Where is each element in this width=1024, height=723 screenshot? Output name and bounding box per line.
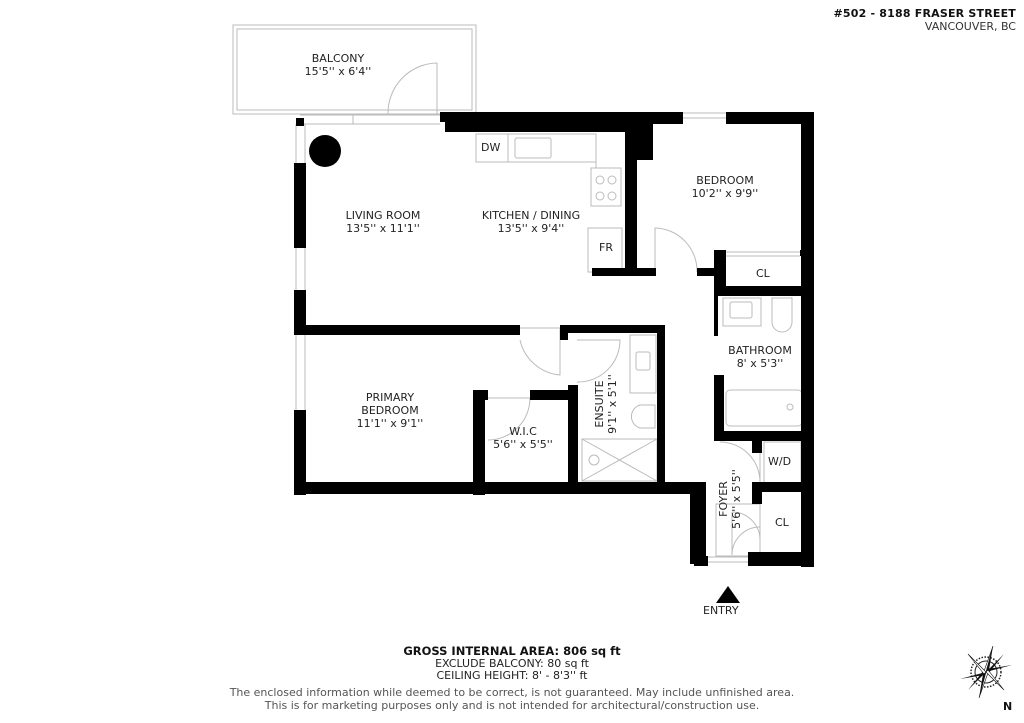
wic-door-swing [487, 397, 531, 441]
foyer-door-swing [719, 441, 761, 483]
room-size: 10'2'' x 9'9'' [691, 187, 759, 200]
disclaimer-line: This is for marketing purposes only and … [264, 699, 760, 712]
gross-internal-area: GROSS INTERNAL AREA: 806 sq ft [403, 644, 621, 658]
room-size: 13'5'' x 11'1'' [346, 222, 420, 235]
entry-arrow-icon [716, 586, 740, 603]
room-name: KITCHEN / DINING [481, 209, 581, 222]
ensuite-vanity [629, 334, 657, 394]
room-primary-bedroom: PRIMARY BEDROOM 11'1'' x 9'1'' [345, 391, 435, 430]
room-balcony: BALCONY 15'5'' x 6'4'' [288, 52, 388, 78]
wall [296, 118, 304, 126]
room-size: 5'6'' x 5'5'' [493, 438, 553, 451]
room-bathroom: BATHROOM 8' x 5'3'' [715, 344, 805, 370]
room-kitchen-dining: KITCHEN / DINING 13'5'' x 9'4'' [466, 209, 596, 235]
wall [440, 112, 630, 122]
room-name: PRIMARY [365, 391, 415, 404]
room-wic: W.I.C 5'6'' x 5'5'' [483, 425, 563, 451]
room-name: BEDROOM [696, 174, 754, 187]
disclaimer: The enclosed information while deemed to… [0, 686, 1024, 712]
room-living: LIVING ROOM 13'5'' x 11'1'' [333, 209, 433, 235]
bathroom-toilet [771, 297, 793, 333]
entry-label: ENTRY [703, 604, 739, 617]
room-name: W.I.C [509, 425, 537, 438]
room-bedroom: BEDROOM 10'2'' x 9'9'' [680, 174, 770, 200]
room-size: 15'5'' x 6'4'' [304, 65, 372, 78]
bathroom-vanity [722, 297, 762, 327]
room-size: 13'5'' x 9'4'' [497, 222, 565, 235]
north-label: N [1003, 700, 1013, 713]
exclude-balcony: EXCLUDE BALCONY: 80 sq ft [435, 657, 589, 670]
room-size: 9'1'' x 5'1'' [606, 374, 619, 434]
fridge-label: FR [599, 241, 613, 254]
balcony-door-swing [387, 62, 438, 115]
room-size: 5'6'' x 5'5'' [730, 469, 743, 529]
property-header: #502 - 8188 FRASER STREET VANCOUVER, BC [833, 7, 1016, 33]
property-city: VANCOUVER, BC [924, 20, 1016, 33]
kitchen-sink [514, 137, 552, 159]
bathtub [725, 389, 803, 427]
room-name: BATHROOM [728, 344, 792, 357]
stove [590, 167, 622, 207]
ceiling-height: CEILING HEIGHT: 8' - 8'3'' ft [436, 669, 588, 682]
property-address: #502 - 8188 FRASER STREET [833, 7, 1016, 20]
balcony-outline [232, 24, 477, 115]
bedroom-door-swing [654, 227, 698, 273]
room-name: ENSUITE [593, 380, 606, 428]
room-name: BEDROOM [361, 404, 419, 417]
room-name: FOYER [717, 481, 730, 517]
closet-label: CL [775, 516, 789, 529]
washer-dryer-label: W/D [768, 455, 792, 468]
room-ensuite: ENSUITE 9'1'' x 5'1'' [593, 364, 619, 444]
disclaimer-line: The enclosed information while deemed to… [229, 686, 795, 699]
room-foyer: FOYER 5'6'' x 5'5'' [717, 459, 743, 539]
room-size: 11'1'' x 9'1'' [356, 417, 424, 430]
compass-rose-icon [960, 645, 1012, 699]
closet-label: CL [756, 267, 770, 280]
primary-bedroom-door-swing [519, 327, 561, 376]
column [309, 135, 341, 167]
ensuite-door-swing [576, 339, 621, 383]
dishwasher-label: DW [481, 141, 501, 154]
area-summary: GROSS INTERNAL AREA: 806 sq ft EXCLUDE B… [0, 644, 1024, 713]
room-name: LIVING ROOM [345, 209, 421, 222]
ensuite-toilet [631, 404, 656, 429]
room-size: 8' x 5'3'' [736, 357, 784, 370]
room-name: BALCONY [311, 52, 365, 65]
